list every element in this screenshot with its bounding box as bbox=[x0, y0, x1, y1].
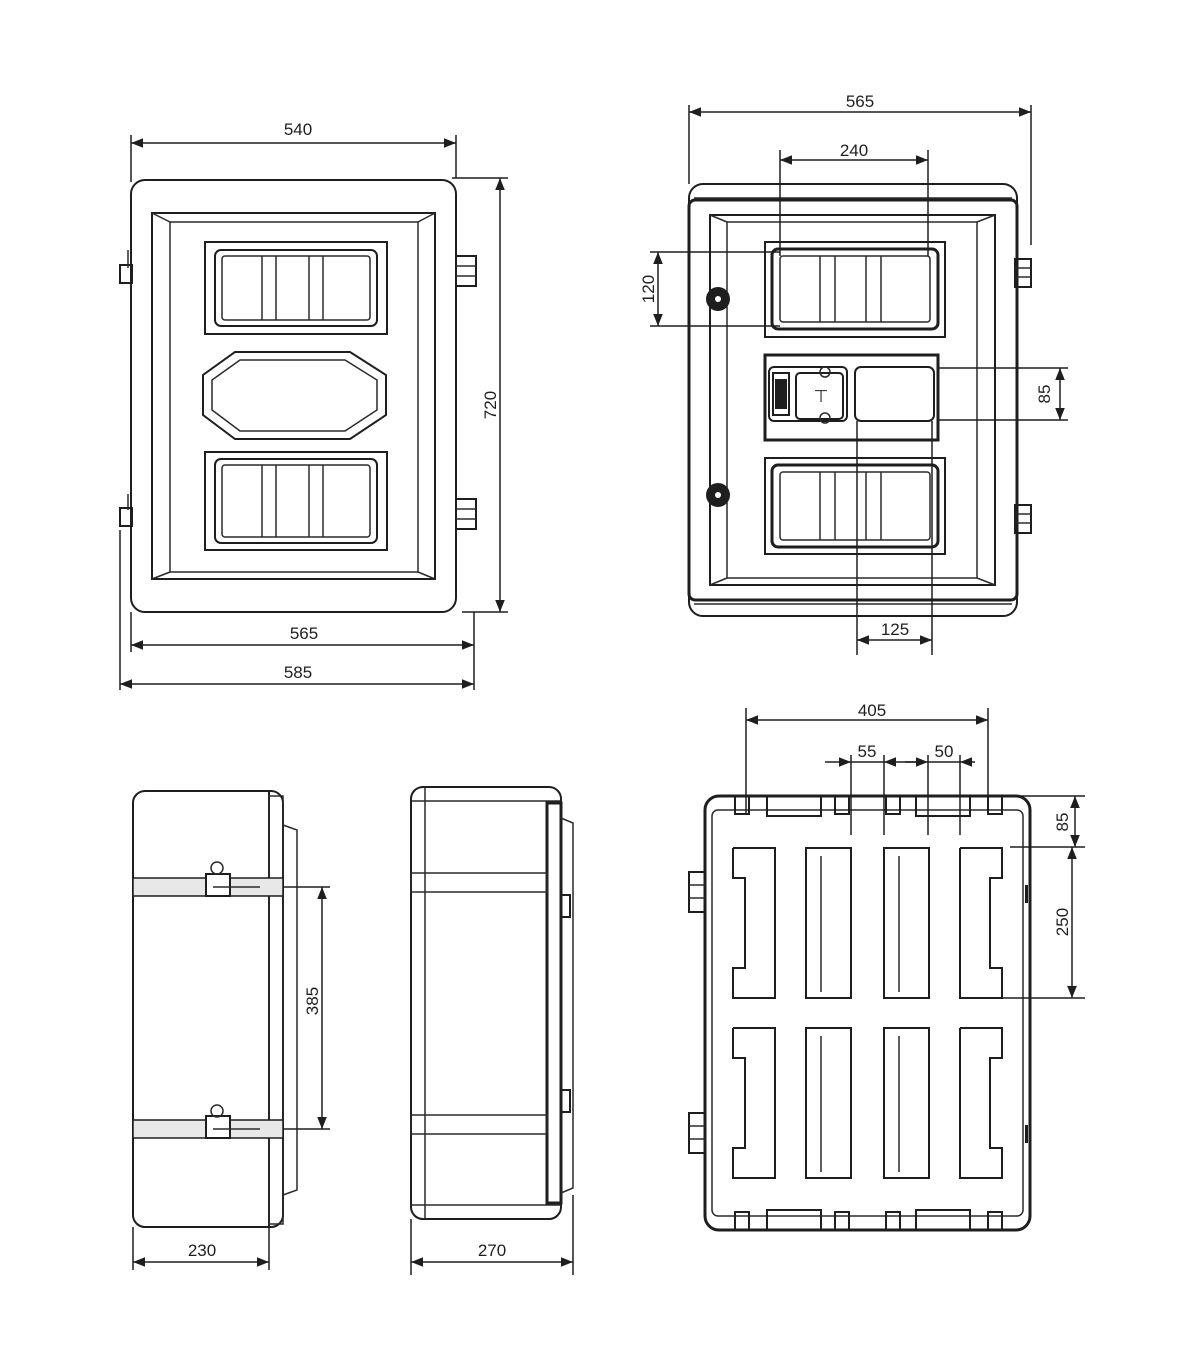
dim-window-height: 120 bbox=[639, 275, 658, 303]
back-dimensions: 405 55 50 85 250 bbox=[745, 701, 1085, 999]
dim-meter-height: 85 bbox=[1035, 385, 1054, 404]
dim-back-slot-a: 55 bbox=[858, 742, 877, 761]
dim-side-depth-left: 230 bbox=[188, 1241, 216, 1260]
dim-front-height: 720 bbox=[481, 391, 500, 419]
dim-front-width: 540 bbox=[284, 120, 312, 139]
back-view bbox=[688, 794, 1032, 1232]
side-view-right bbox=[410, 786, 574, 1220]
inner-dimensions: 565 240 120 85 125 bbox=[639, 92, 1068, 655]
dim-meter-width: 125 bbox=[881, 620, 909, 639]
side-view-left bbox=[132, 790, 298, 1228]
dim-back-slot-b: 50 bbox=[935, 742, 954, 761]
front-dimensions: 540 720 565 585 bbox=[119, 120, 508, 690]
dim-front-body-width: 565 bbox=[290, 624, 318, 643]
dim-side-depth-right: 270 bbox=[478, 1241, 506, 1260]
side-right-dimensions: 270 bbox=[410, 1195, 574, 1275]
dim-inner-width: 565 bbox=[846, 92, 874, 111]
dim-back-width: 405 bbox=[858, 701, 886, 720]
dim-hinge-spacing: 385 bbox=[303, 987, 322, 1015]
dim-back-rib-height: 250 bbox=[1053, 908, 1072, 936]
dim-back-top-offset: 85 bbox=[1053, 813, 1072, 832]
side-left-dimensions: 385 230 bbox=[132, 886, 330, 1270]
dim-window-width: 240 bbox=[840, 141, 868, 160]
dim-front-overall-width: 585 bbox=[284, 663, 312, 682]
inner-view: ⊤ bbox=[687, 183, 1032, 617]
svg-text:⊤: ⊤ bbox=[814, 387, 829, 406]
front-view bbox=[119, 179, 477, 613]
